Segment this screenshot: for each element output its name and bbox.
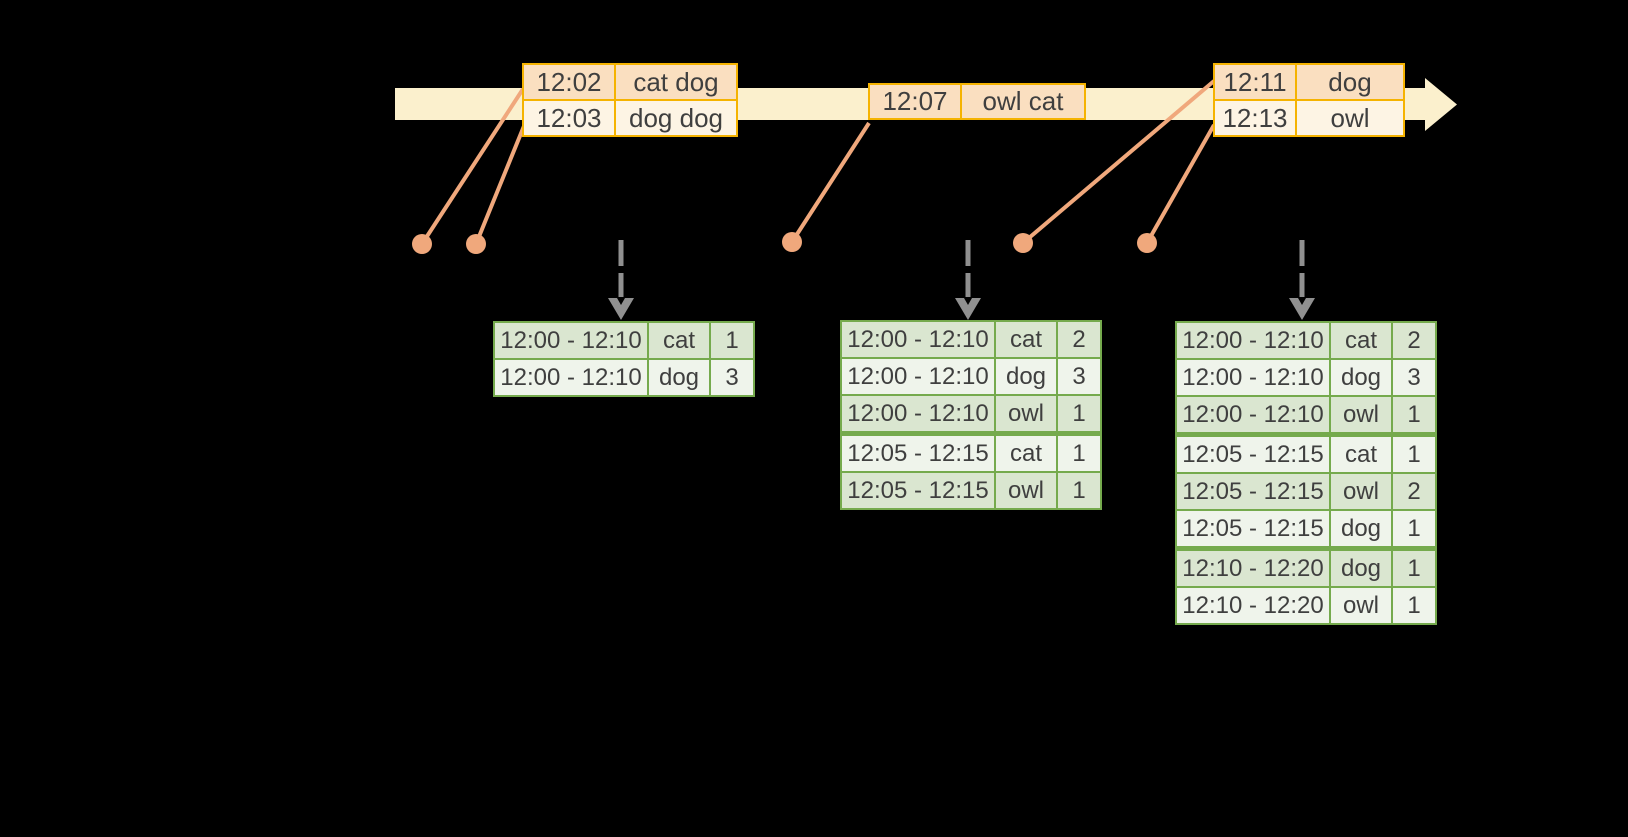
event-words-cell: dog [1296, 64, 1404, 100]
event-time-dot [466, 234, 486, 254]
result-count-cell: 3 [710, 359, 754, 396]
event-words-cell: owl cat [961, 84, 1085, 119]
result-window-cell: 12:00 - 12:10 [841, 395, 995, 432]
result-count-cell: 2 [1057, 321, 1101, 358]
result-word-cell: owl [1330, 587, 1392, 624]
result-window-cell: 12:00 - 12:10 [494, 322, 648, 359]
result-word-cell: owl [1330, 473, 1392, 510]
result-word-cell: owl [1330, 396, 1392, 433]
result-word-cell: cat [995, 321, 1057, 358]
event-words-cell: dog dog [615, 100, 737, 136]
result-word-cell: dog [1330, 359, 1392, 396]
result-count-cell: 1 [1392, 396, 1436, 433]
event-connector-line [474, 125, 526, 245]
result-window-cell: 12:00 - 12:10 [841, 358, 995, 395]
event-time-cell: 12:02 [523, 64, 615, 100]
result-word-cell: dog [1330, 547, 1392, 587]
event-time-cell: 12:07 [869, 84, 961, 119]
result-count-cell: 1 [1057, 432, 1101, 472]
event-time-dot [782, 232, 802, 252]
result-count-cell: 1 [1392, 587, 1436, 624]
event-time-dot [412, 234, 432, 254]
result-word-cell: owl [995, 472, 1057, 509]
event-words-cell: owl [1296, 100, 1404, 136]
result-window-cell: 12:05 - 12:15 [1176, 433, 1330, 473]
result-window-cell: 12:10 - 12:20 [1176, 587, 1330, 624]
result-count-cell: 2 [1392, 473, 1436, 510]
result-window-cell: 12:10 - 12:20 [1176, 547, 1330, 587]
trigger-arrow-head [1289, 298, 1315, 320]
event-connector-line [420, 87, 525, 246]
result-window-cell: 12:00 - 12:10 [494, 359, 648, 396]
result-window-cell: 12:00 - 12:10 [1176, 359, 1330, 396]
event-time-dot [1137, 233, 1157, 253]
result-count-cell: 1 [1057, 395, 1101, 432]
event-time-cell: 12:11 [1214, 64, 1296, 100]
result-count-cell: 2 [1392, 322, 1436, 359]
result-count-cell: 1 [710, 322, 754, 359]
event-time-cell: 12:13 [1214, 100, 1296, 136]
result-word-cell: cat [995, 432, 1057, 472]
event-connector-line [790, 121, 871, 244]
result-count-cell: 3 [1057, 358, 1101, 395]
result-count-cell: 1 [1057, 472, 1101, 509]
result-word-cell: dog [995, 358, 1057, 395]
result-word-cell: cat [1330, 433, 1392, 473]
result-word-cell: owl [995, 395, 1057, 432]
result-window-cell: 12:05 - 12:15 [1176, 510, 1330, 547]
result-count-cell: 1 [1392, 547, 1436, 587]
result-window-cell: 12:05 - 12:15 [841, 472, 995, 509]
result-count-cell: 3 [1392, 359, 1436, 396]
event-time-dot [1013, 233, 1033, 253]
result-window-cell: 12:00 - 12:10 [841, 321, 995, 358]
trigger-arrow-head [955, 298, 981, 320]
event-connector-line [1021, 79, 1216, 245]
event-connector-line [1145, 124, 1216, 244]
result-count-cell: 1 [1392, 510, 1436, 547]
result-window-cell: 12:00 - 12:10 [1176, 322, 1330, 359]
event-words-cell: cat dog [615, 64, 737, 100]
event-time-cell: 12:03 [523, 100, 615, 136]
result-word-cell: dog [648, 359, 710, 396]
result-window-cell: 12:00 - 12:10 [1176, 396, 1330, 433]
result-word-cell: cat [1330, 322, 1392, 359]
result-window-cell: 12:05 - 12:15 [1176, 473, 1330, 510]
result-count-cell: 1 [1392, 433, 1436, 473]
result-word-cell: dog [1330, 510, 1392, 547]
trigger-arrow-head [608, 298, 634, 320]
result-word-cell: cat [648, 322, 710, 359]
result-window-cell: 12:05 - 12:15 [841, 432, 995, 472]
